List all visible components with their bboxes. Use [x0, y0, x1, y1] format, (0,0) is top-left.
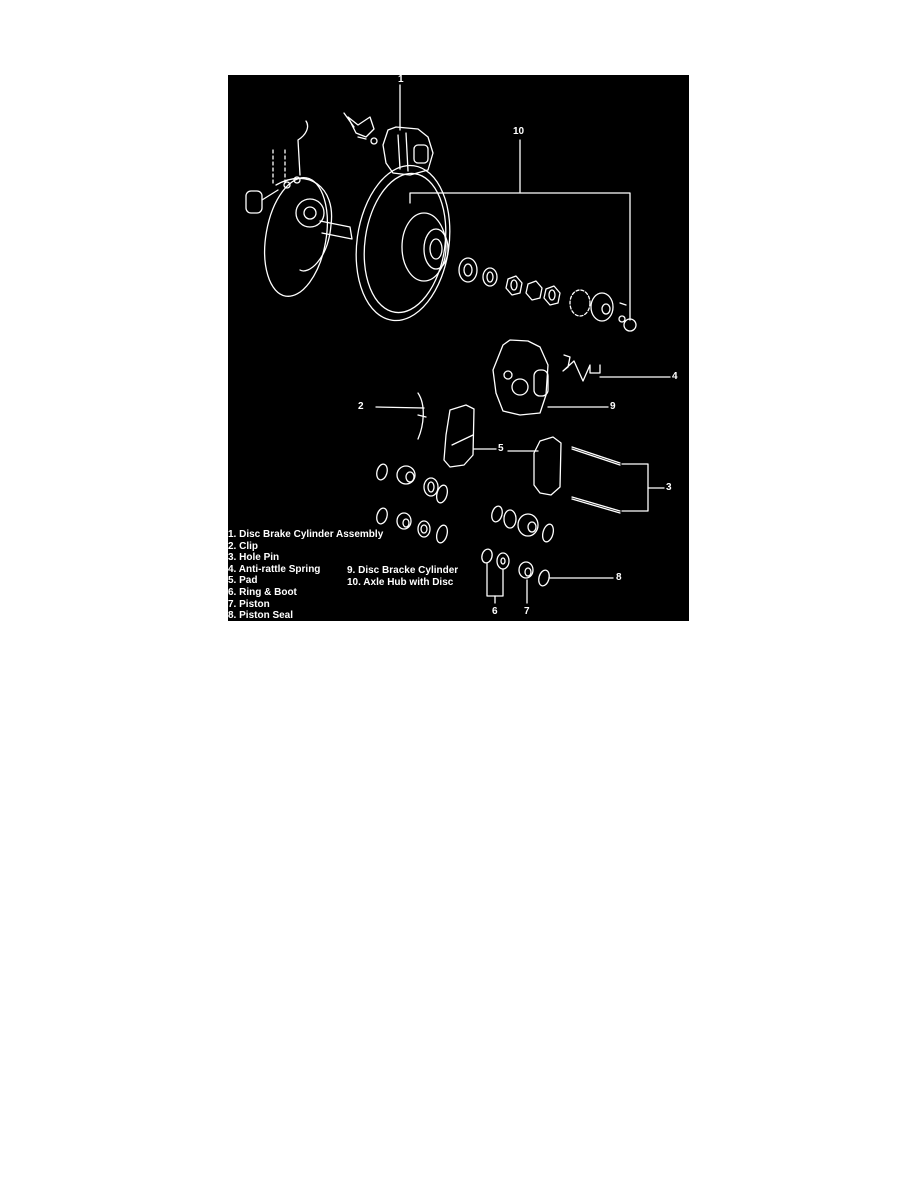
anti-rattle-spring-icon: [562, 354, 671, 382]
brake-pad-right-icon: [507, 436, 562, 496]
exploded-view-diagram: 1 10 4 2 9 5 3 8 6 7 1. Disc Brake Cylin…: [228, 75, 689, 621]
parts-legend-right: 9. Disc Bracke Cylinder 10. Axle Hub wit…: [347, 565, 458, 588]
legend-item-3: 3. Hole Pin: [228, 552, 280, 564]
callout-3: 3: [666, 482, 672, 493]
legend-item-5: 5. Pad: [228, 575, 258, 587]
brake-assembly-line-art: [245, 84, 671, 604]
hole-pin-icon: [571, 446, 665, 514]
rotor-disc-icon: [355, 164, 451, 322]
legend-item-4: 4. Anti-rattle Spring: [228, 563, 321, 575]
brake-pad-left-icon: [443, 404, 497, 468]
callout-2: 2: [358, 401, 364, 412]
legend-item-6: 6. Ring & Boot: [228, 586, 297, 598]
legend-item-2: 2. Clip: [228, 540, 259, 552]
bracket-10: [409, 192, 631, 321]
piston-set-left-icon: [376, 463, 449, 544]
callout-1: 1: [398, 75, 404, 85]
legend-item-8: 8. Piston Seal: [228, 610, 294, 621]
leader-line-2: [375, 406, 425, 409]
callout-6: 6: [492, 606, 498, 617]
callout-8: 8: [616, 572, 622, 583]
callout-9: 9: [610, 401, 616, 412]
legend-item-1: 1. Disc Brake Cylinder Assembly: [228, 529, 384, 540]
backing-plate-icon: [245, 120, 353, 297]
caliper-assembly-icon: [343, 112, 434, 176]
legend-item-7: 7. Piston: [228, 598, 270, 610]
parts-legend-left: 1. Disc Brake Cylinder Assembly 2. Clip …: [228, 529, 383, 621]
clip-icon: [375, 392, 427, 440]
callout-7: 7: [524, 606, 530, 617]
callout-5: 5: [498, 443, 504, 454]
hub-hardware-icon: [458, 257, 637, 332]
piston-set-right-icon: [481, 505, 614, 604]
callout-10: 10: [513, 126, 525, 137]
brake-cylinder-icon: [492, 339, 609, 416]
legend-item-10: 10. Axle Hub with Disc: [347, 576, 454, 588]
legend-item-9: 9. Disc Bracke Cylinder: [347, 565, 459, 576]
callout-4: 4: [672, 371, 678, 382]
